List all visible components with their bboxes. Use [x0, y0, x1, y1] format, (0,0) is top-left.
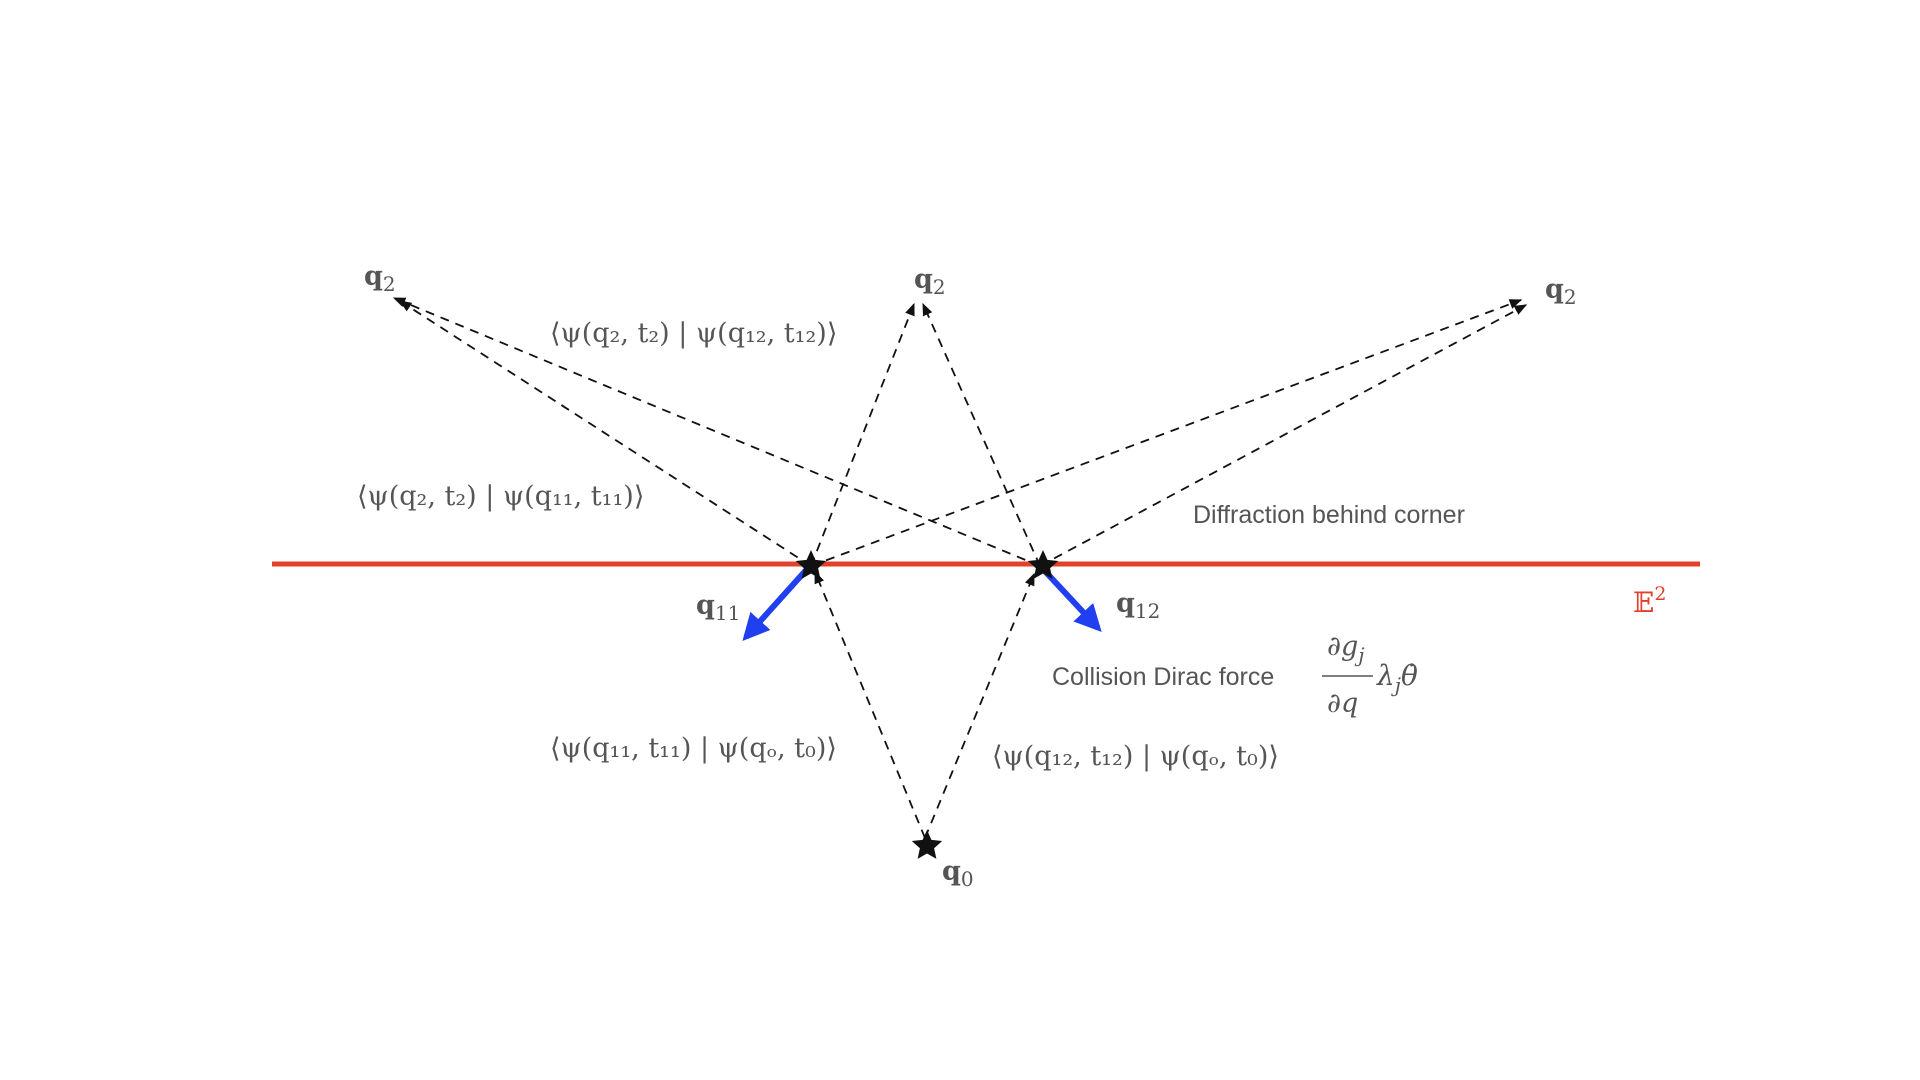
- path-q11-to-q2-left: [398, 300, 812, 567]
- star-marker-q11: [795, 550, 827, 579]
- label-q2-left: q2: [364, 261, 396, 296]
- diffraction-annotation: Diffraction behind corner: [1193, 501, 1465, 529]
- force-arrow-q11: [742, 565, 811, 642]
- force-tail: λjθ̇: [1376, 659, 1418, 697]
- amplitude-q2-q11: ⟨ψ(q₂, t₂) | ψ(q₁₁, t₁₁)⟩: [357, 481, 644, 512]
- amplitude-q2-q12: ⟨ψ(q₂, t₂) | ψ(q₁₂, t₁₂)⟩: [550, 318, 837, 349]
- collision-force-annotation: Collision Dirac force: [1052, 663, 1274, 691]
- path-q0-to-q12: [924, 572, 1035, 839]
- path-q12-to-q2-right: [1039, 304, 1528, 567]
- force-denominator: ∂q: [1327, 688, 1358, 719]
- label-q2-right: q2: [1545, 274, 1577, 309]
- label-q0: q0: [942, 856, 974, 891]
- star-marker-q12: [1027, 550, 1059, 579]
- path-q11-to-q2-right: [810, 299, 1523, 567]
- force-numerator: ∂gj: [1327, 631, 1364, 667]
- star-marker-q0: [911, 830, 943, 859]
- amplitude-q12-q0: ⟨ψ(q₁₂, t₁₂) | ψ(qₒ, t₀)⟩: [992, 741, 1279, 772]
- label-q11: q11: [696, 590, 740, 625]
- collision-force-formula: ∂gj ∂q λjθ̇: [1322, 631, 1418, 719]
- label-q2-mid: q2: [914, 264, 946, 299]
- plane-label: 𝔼2: [1633, 583, 1666, 619]
- path-q12-to-q2-mid: [922, 302, 1041, 567]
- amplitude-q11-q0: ⟨ψ(q₁₁, t₁₁) | ψ(qₒ, t₀)⟩: [550, 733, 837, 764]
- propagation-paths: [392, 297, 1528, 839]
- path-q0-to-q11: [814, 570, 926, 839]
- label-q12: q12: [1116, 588, 1160, 623]
